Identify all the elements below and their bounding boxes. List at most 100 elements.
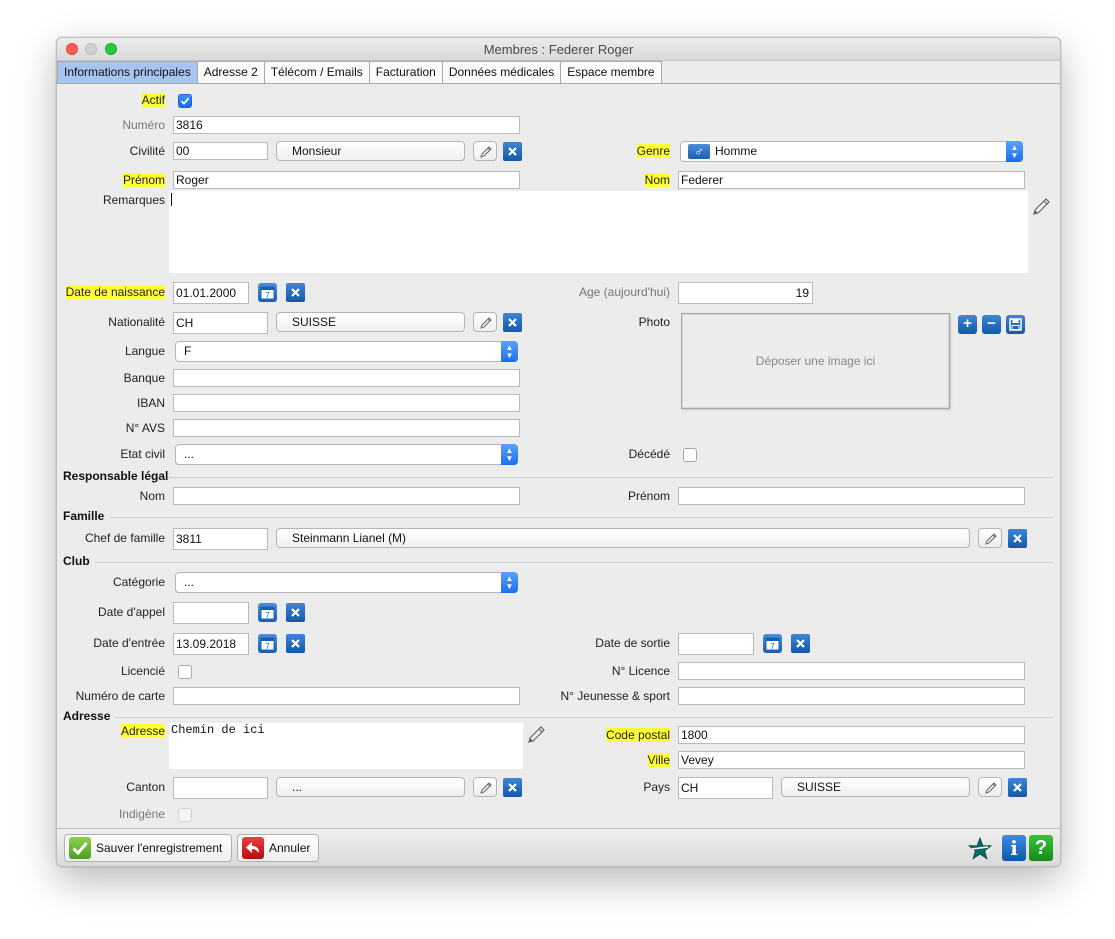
responsable-prenom-field[interactable] <box>678 487 1025 505</box>
etat-civil-label: Etat civil <box>120 447 165 461</box>
undo-arrow-icon <box>242 837 264 859</box>
actif-checkbox[interactable] <box>178 94 192 108</box>
numero-carte-field[interactable] <box>173 687 520 705</box>
pays-edit-button[interactable] <box>978 777 1002 797</box>
nationalite-clear-button[interactable] <box>503 313 522 332</box>
nationalite-text-button[interactable]: SUISSE <box>276 312 465 332</box>
genre-select[interactable]: ♂ Homme ▲▼ <box>680 141 1023 162</box>
section-divider <box>95 562 1053 563</box>
section-divider <box>110 517 1053 518</box>
ville-field[interactable]: Vevey <box>678 751 1025 769</box>
chef-famille-code-field[interactable]: 3811 <box>173 528 268 550</box>
male-symbol-icon: ♂ <box>688 144 710 159</box>
adresse-section-title: Adresse <box>63 709 111 723</box>
date-naissance-calendar-button[interactable]: 7 <box>258 283 277 302</box>
civilite-text-button[interactable]: Monsieur <box>276 141 465 161</box>
avs-field[interactable] <box>173 419 520 437</box>
nom-field[interactable]: Federer <box>678 171 1025 189</box>
no-licence-field[interactable] <box>678 662 1025 680</box>
remarques-textarea[interactable] <box>169 191 1028 273</box>
avs-label: N° AVS <box>125 421 165 435</box>
adresse-textarea[interactable]: Chemin de ici <box>169 723 523 769</box>
canton-text-button[interactable]: ... <box>276 777 465 797</box>
banque-field[interactable] <box>173 369 520 387</box>
code-postal-label: Code postal <box>605 728 670 742</box>
canton-edit-button[interactable] <box>473 777 497 797</box>
calendar-icon: 7 <box>260 606 275 620</box>
pencil-icon <box>985 782 997 794</box>
remarques-edit-pencil-icon[interactable] <box>1030 196 1052 218</box>
canton-clear-button[interactable] <box>503 778 522 797</box>
date-naissance-clear-button[interactable] <box>286 283 305 302</box>
close-icon <box>291 639 300 648</box>
adresse-edit-pencil-icon[interactable] <box>525 724 547 746</box>
calendar-icon: 7 <box>260 637 275 651</box>
date-appel-clear-button[interactable] <box>286 603 305 622</box>
etat-civil-select[interactable]: ... ▲▼ <box>175 444 518 465</box>
categorie-select[interactable]: ... ▲▼ <box>175 572 518 593</box>
nationalite-code-field[interactable]: CH <box>173 312 268 334</box>
iban-field[interactable] <box>173 394 520 412</box>
pays-clear-button[interactable] <box>1008 778 1027 797</box>
photo-drop-zone[interactable]: Déposer une image ici <box>681 313 950 409</box>
date-entree-field[interactable]: 13.09.2018 <box>173 633 249 655</box>
zoom-window-button[interactable] <box>105 43 117 55</box>
tab-telecom-emails[interactable]: Télécom / Emails <box>264 61 370 84</box>
photo-save-button[interactable] <box>1006 315 1025 334</box>
save-button[interactable]: Sauver l'enregistrement <box>64 834 232 862</box>
numero-field[interactable]: 3816 <box>173 116 520 134</box>
pays-label: Pays <box>643 780 670 794</box>
pays-text-button[interactable]: SUISSE <box>781 777 970 797</box>
responsable-nom-field[interactable] <box>173 487 520 505</box>
checkmark-icon <box>69 837 91 859</box>
check-icon <box>180 97 190 105</box>
canton-code-field[interactable] <box>173 777 268 799</box>
close-icon <box>291 288 300 297</box>
tab-donnees-medicales[interactable]: Données médicales <box>442 61 562 84</box>
tab-espace-membre[interactable]: Espace membre <box>561 61 662 84</box>
date-sortie-clear-button[interactable] <box>791 634 810 653</box>
cancel-button[interactable]: Annuler <box>237 834 319 862</box>
code-postal-field[interactable]: 1800 <box>678 726 1025 744</box>
chef-famille-text-button[interactable]: Steinmann Lianel (M) <box>276 528 970 548</box>
minimize-window-button[interactable] <box>85 43 97 55</box>
categorie-value: ... <box>184 575 195 589</box>
close-icon <box>1013 534 1022 543</box>
civilite-code-field[interactable]: 00 <box>173 142 268 160</box>
close-icon <box>508 783 517 792</box>
nationalite-edit-button[interactable] <box>473 312 497 332</box>
date-sortie-field[interactable] <box>678 633 754 655</box>
chef-famille-edit-button[interactable] <box>978 528 1002 548</box>
tab-informations-principales[interactable]: Informations principales <box>57 61 198 84</box>
date-naissance-field[interactable]: 01.01.2000 <box>173 282 249 304</box>
pencil-icon <box>480 317 492 329</box>
club-section-title: Club <box>63 554 90 568</box>
tab-adresse-2[interactable]: Adresse 2 <box>197 61 265 84</box>
civilite-clear-button[interactable] <box>503 142 522 161</box>
pays-code-field[interactable]: CH <box>678 777 773 799</box>
date-entree-clear-button[interactable] <box>286 634 305 653</box>
prenom-field[interactable]: Roger <box>173 171 520 189</box>
date-entree-calendar-button[interactable]: 7 <box>258 634 277 653</box>
langue-select[interactable]: F ▲▼ <box>175 341 518 362</box>
photo-remove-button[interactable]: − <box>982 315 1001 334</box>
help-button[interactable]: ? <box>1029 835 1053 861</box>
close-window-button[interactable] <box>66 43 78 55</box>
photo-add-button[interactable]: + <box>958 315 977 334</box>
jeunesse-sport-field[interactable] <box>678 687 1025 705</box>
tab-facturation[interactable]: Facturation <box>369 61 443 84</box>
question-mark-icon: ? <box>1034 837 1048 859</box>
info-button[interactable]: i <box>1002 835 1026 861</box>
star-logo-icon[interactable] <box>968 837 992 861</box>
canton-label: Canton <box>126 780 165 794</box>
civilite-edit-button[interactable] <box>473 141 497 161</box>
date-appel-field[interactable] <box>173 602 249 624</box>
licencie-checkbox[interactable] <box>178 665 192 679</box>
plus-icon: + <box>963 315 972 332</box>
langue-value: F <box>184 344 192 358</box>
date-appel-calendar-button[interactable]: 7 <box>258 603 277 622</box>
date-sortie-calendar-button[interactable]: 7 <box>763 634 782 653</box>
decede-checkbox[interactable] <box>683 448 697 462</box>
tab-divider <box>57 83 1060 84</box>
chef-famille-clear-button[interactable] <box>1008 529 1027 548</box>
